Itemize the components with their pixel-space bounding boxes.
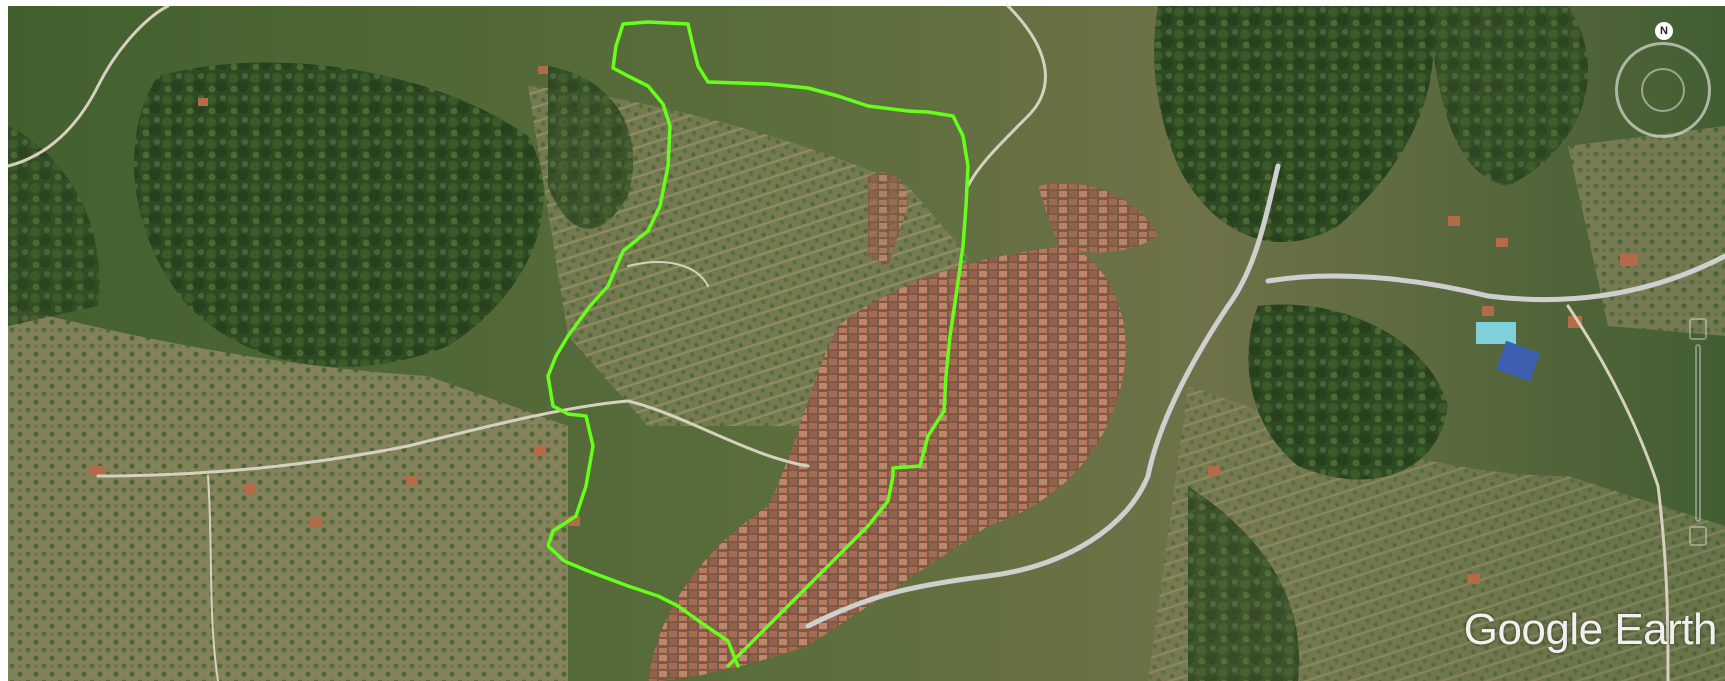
google-earth-watermark: Google Earth bbox=[1463, 605, 1718, 654]
compass-look-joystick[interactable] bbox=[1641, 68, 1685, 112]
zoom-slider[interactable] bbox=[1685, 318, 1711, 548]
zoom-out-button[interactable] bbox=[1689, 526, 1707, 546]
satellite-map-view[interactable]: N Google Earth bbox=[8, 6, 1725, 681]
zoom-track[interactable] bbox=[1695, 344, 1701, 522]
satellite-imagery[interactable] bbox=[8, 6, 1725, 681]
compass-ring[interactable] bbox=[1615, 42, 1711, 138]
north-indicator[interactable]: N bbox=[1655, 22, 1673, 40]
compass-control[interactable]: N bbox=[1609, 16, 1721, 144]
zoom-in-button[interactable] bbox=[1689, 318, 1707, 340]
gps-track-route[interactable] bbox=[546, 20, 970, 668]
